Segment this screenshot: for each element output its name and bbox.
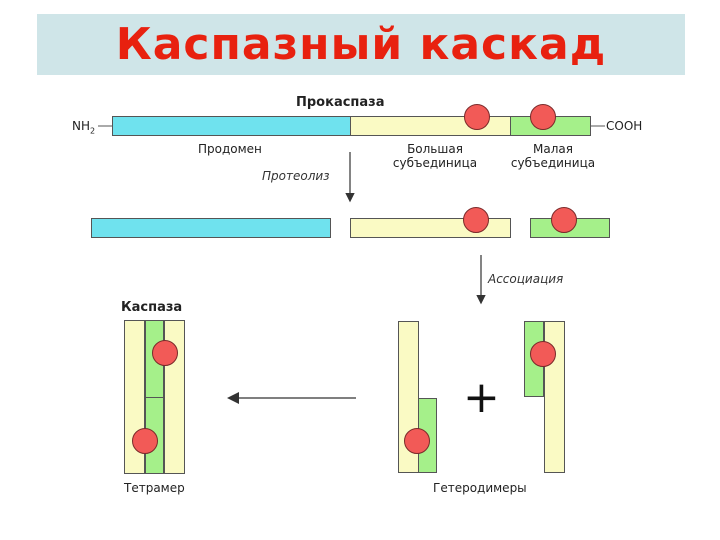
heterodimers-label: Гетеродимеры [433,481,527,495]
plus-sign: + [463,372,500,423]
association-label: Ассоциация [488,272,564,286]
procaspase-small-active-site [530,104,556,130]
small-subunit-label-line2: субъединица [510,156,596,170]
prodomain-label: Продомен [198,142,262,156]
heterodimer-left-active-site [404,428,430,454]
small-subunit-label: Малая субъединица [500,142,606,170]
heterodimer-right-active-site [530,341,556,367]
large-subunit-label-line1: Большая [407,142,463,156]
nh2-subscript: 2 [90,126,96,136]
cleaved-prodomain [91,218,331,238]
proteolysis-label: Протеолиз [262,169,330,183]
tetramer-active-site-lower [132,428,158,454]
slide-title: Каспазный каскад [115,19,607,70]
tetramer-label: Тетрамер [124,481,185,495]
caspase-label: Каспаза [121,300,183,315]
cooh-label: COOH [606,119,643,133]
title-band [37,14,685,75]
cleaved-large-active-site [463,207,489,233]
procaspase-label: Прокаспаза [296,95,385,110]
cleaved-small-active-site [551,207,577,233]
procaspase-prodomain [112,116,351,136]
large-subunit-label: Большая субъединица [382,142,488,170]
tetramer-active-site-upper [152,340,178,366]
procaspase-large-active-site [464,104,490,130]
nh2-text: NH [72,119,90,133]
small-subunit-label-line1: Малая [533,142,573,156]
nh2-label: NH2 [72,119,95,135]
large-subunit-label-line2: субъединица [392,156,478,170]
